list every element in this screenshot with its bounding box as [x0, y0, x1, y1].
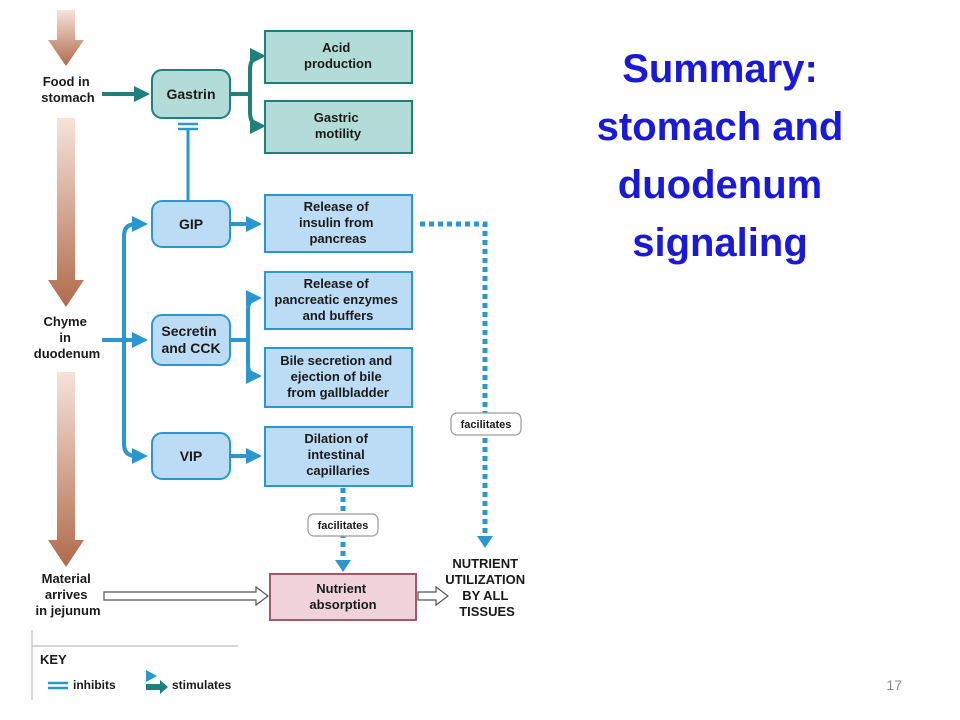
slide-title-line: signaling	[632, 221, 808, 265]
svg-text:Acid production: Acid production	[304, 40, 372, 71]
gastrin-connectors	[102, 48, 266, 134]
chyme-branch-down	[122, 340, 148, 464]
effect-acid-production: Acid production	[264, 30, 413, 84]
stimulates-key-icon	[146, 670, 168, 694]
svg-text:VIP: VIP	[180, 448, 203, 464]
facilitates-tag-absorption: facilitates	[307, 513, 379, 537]
slide-title: Summary: stomach and duodenum signaling	[560, 40, 880, 272]
svg-text:KEY: KEY	[40, 652, 67, 667]
flow-arrow-stomach	[48, 10, 84, 66]
svg-text:Release of pancreatic en: Release of pancreatic enzymes and buffer…	[274, 276, 401, 323]
effect-insulin-release: Release of insulin from pancreas	[264, 194, 413, 253]
hormone-gastrin: Gastrin	[151, 69, 231, 119]
hormone-secretin-cck: Secretin and CCK	[151, 314, 231, 366]
svg-text:Nutrient absorption: Nutrient absorption	[309, 581, 376, 612]
secretin-to-bile-arrow	[245, 340, 262, 384]
facilitates-tag-utilization: facilitates	[450, 412, 522, 436]
utilization-arrowhead	[477, 536, 493, 548]
insulin-to-utilization-dotted	[420, 221, 488, 540]
gip-inhibits-gastrin	[178, 122, 198, 201]
hormone-vip: VIP	[151, 432, 231, 480]
slide-title-line: stomach and	[596, 105, 844, 149]
svg-text:Secretin and CCK: Secretin and CCK	[161, 323, 220, 356]
diagram-key: KEY inhibits stimulates	[31, 630, 238, 700]
svg-text:Dilation of intestinal: Dilation of intestinal capillaries	[304, 431, 371, 478]
gastrin-to-motility-arrow	[248, 94, 266, 134]
effect-nutrient-absorption: Nutrient absorption	[269, 573, 417, 621]
svg-text:facilitates: facilitates	[461, 419, 512, 431]
svg-text:Gastric motility: Gastric motility	[314, 110, 362, 141]
label-nutrient-utilization: NUTRIENT UTILIZATION BY ALL TISSUES	[445, 556, 529, 619]
label-material-in-jejunum: Material arrives in jejunum	[36, 571, 101, 618]
flow-arrow-to-jejunum	[48, 372, 84, 567]
effect-gastric-motility: Gastric motility	[264, 100, 413, 154]
absorption-to-utilization-arrow	[417, 585, 449, 607]
svg-text:Release of insulin from: Release of insulin from pancreas	[299, 199, 377, 246]
label-chyme-in-duodenum: Chyme in duodenum	[34, 314, 100, 361]
hormone-gip: GIP	[151, 200, 231, 248]
svg-text:Gastrin: Gastrin	[166, 86, 215, 102]
inhibits-key-icon	[48, 681, 68, 690]
effect-pancreatic-enzymes: Release of pancreatic enzymes and buffer…	[264, 271, 413, 330]
digestive-flow-arrows	[48, 10, 84, 567]
chyme-branch-up	[122, 216, 148, 340]
svg-text:inhibits: inhibits	[73, 678, 116, 692]
absorption-arrowhead	[335, 560, 351, 572]
label-food-in-stomach: Food in stomach	[41, 74, 95, 105]
svg-text:facilitates: facilitates	[318, 520, 369, 532]
svg-text:Bile secretion and eject: Bile secretion and ejection of bile from…	[280, 353, 396, 400]
slide-title-line: duodenum	[617, 163, 823, 207]
svg-text:stimulates: stimulates	[172, 678, 232, 692]
flow-arrow-to-duodenum	[48, 118, 84, 307]
slide-title-line: Summary:	[622, 47, 818, 91]
effect-capillary-dilation: Dilation of intestinal capillaries	[264, 426, 413, 487]
hollow-arrows	[103, 585, 449, 607]
jejunum-to-absorption-arrow	[103, 585, 269, 607]
duodenum-connectors	[102, 216, 262, 464]
page-number: 17	[886, 677, 902, 693]
effect-bile-secretion: Bile secretion and ejection of bile from…	[264, 347, 413, 408]
gastrin-to-acid-arrow	[248, 48, 266, 94]
secretin-to-enzymes-arrow	[245, 290, 262, 340]
svg-text:GIP: GIP	[179, 216, 203, 232]
